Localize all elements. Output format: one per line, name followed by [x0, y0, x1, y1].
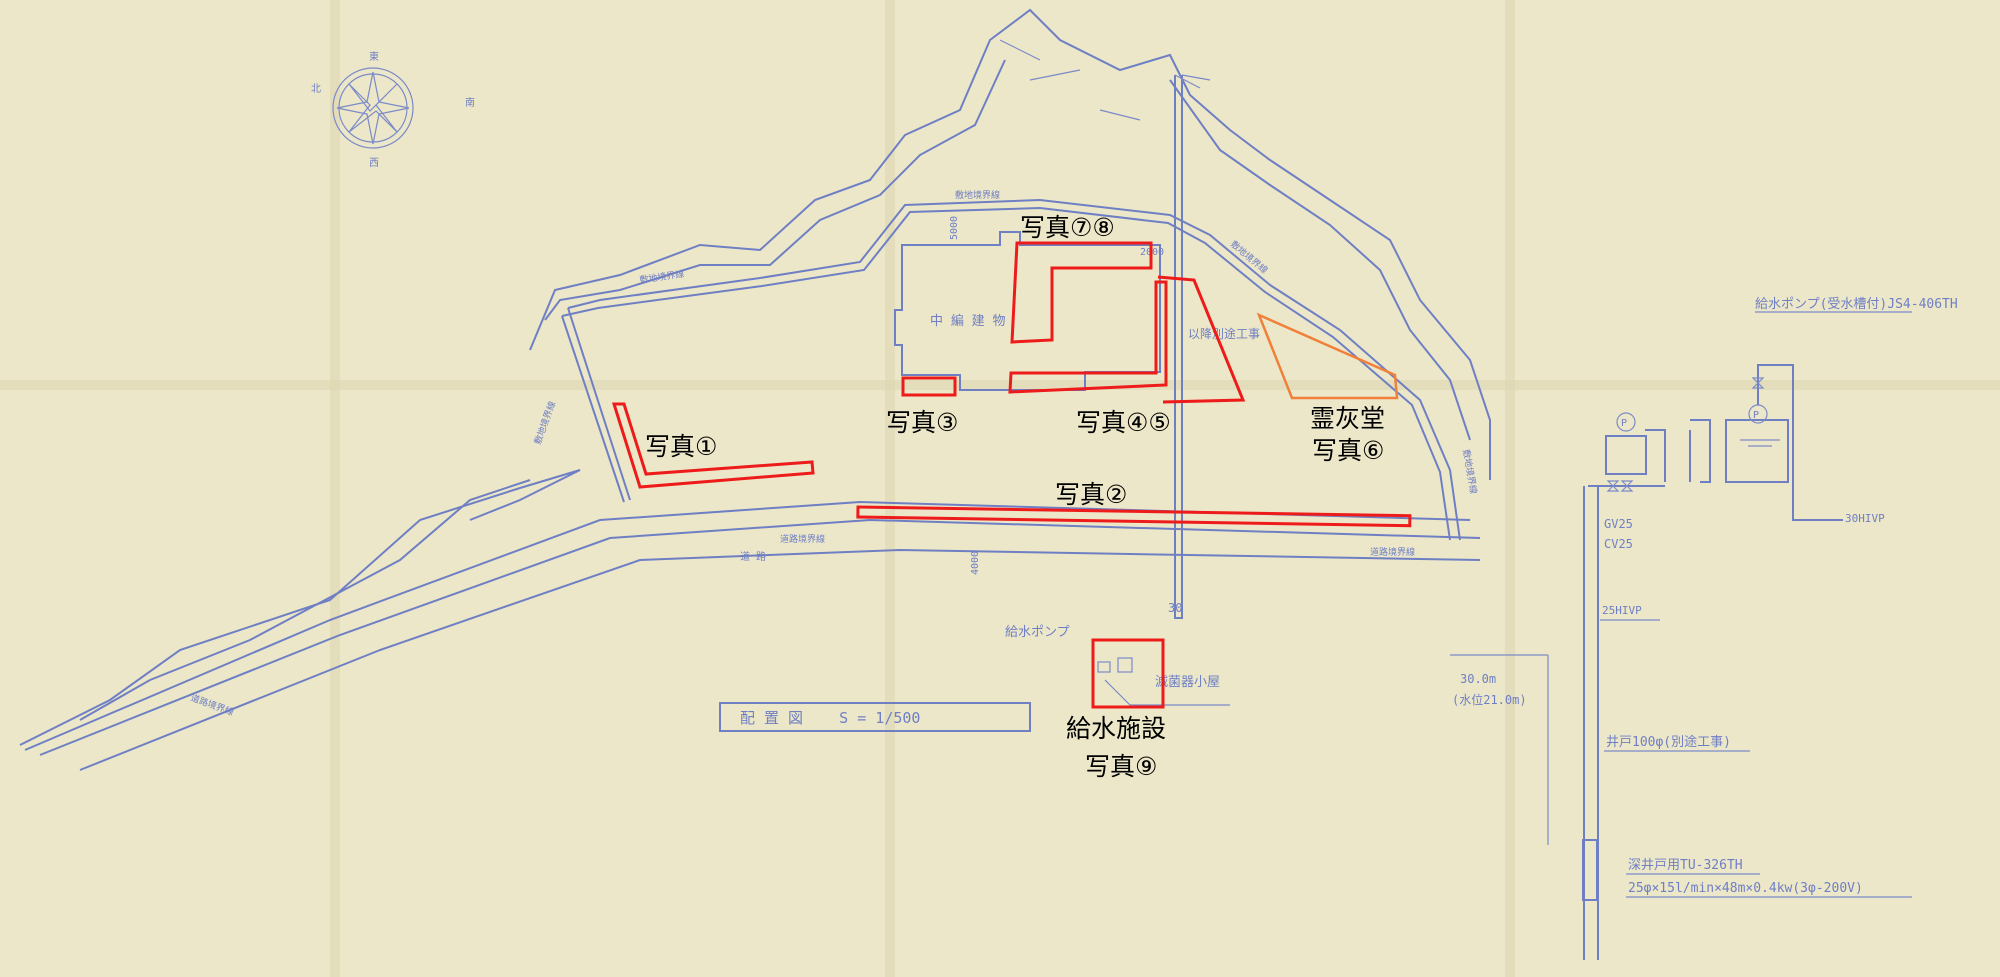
- well-pump-schematic: 給水ポンプ(受水槽付)JS4-406TH P P GV25 CV25 30HIV…: [1450, 297, 1958, 960]
- highlight-pump-facility: [1091, 638, 1165, 709]
- compass-icon: 東 西 北 南: [311, 50, 475, 169]
- boundary-label-3: 敷地境界線: [1228, 238, 1270, 276]
- site-boundary: [561, 198, 1461, 541]
- hivp-top-label: 30HIVP: [1845, 512, 1885, 525]
- road: [24, 500, 1481, 771]
- photo-labels: 写真① 写真② 写真③ 写真④⑤ 写真⑦⑧ 霊灰堂 写真⑥ 給水施設 写真⑨: [645, 213, 1385, 781]
- shed-note: 滅菌器小屋: [1155, 675, 1220, 690]
- pump-note: 給水ポンプ: [1005, 625, 1070, 640]
- highlight-photo78: [1010, 241, 1153, 344]
- highlight-reikaido: [1256, 312, 1399, 400]
- highlight-photo2: [856, 505, 1412, 528]
- svg-text:P: P: [1621, 418, 1627, 429]
- compass-south: 西: [369, 158, 379, 169]
- label-photo1: 写真①: [645, 432, 717, 461]
- label-reikaido: 霊灰堂: [1310, 404, 1385, 433]
- label-photo45: 写真④⑤: [1076, 408, 1171, 437]
- road-boundary-label-2: 道路境界線: [1370, 546, 1415, 558]
- well-label: 井戸100φ(別途工事): [1606, 734, 1731, 750]
- hivp-mid-label: 25HIVP: [1602, 604, 1642, 617]
- highlight-photo1: [611, 402, 815, 489]
- dim-5000: 5000: [949, 216, 960, 240]
- label-photo2: 写真②: [1055, 480, 1127, 509]
- water-level-label: (水位21.0m): [1452, 692, 1527, 707]
- pipe-30-label: 30: [1168, 601, 1182, 615]
- boundary-label-5: 敷地境界線: [1460, 448, 1480, 494]
- deep-pump-spec: 25φ×15l/min×48m×0.4kw(3φ-200V): [1628, 881, 1863, 896]
- road-boundary-label-1: 道路境界線: [780, 533, 825, 545]
- blueprint-labels: 5000 2000 4000 30 以降別途工事 敷地境界線 敷地境界線 敷地境…: [189, 189, 1480, 718]
- compass-east: 南: [465, 96, 475, 109]
- compass-west: 北: [311, 83, 321, 95]
- building-label: 中 編 建 物: [930, 313, 1005, 329]
- label-photo9: 写真⑨: [1085, 752, 1157, 781]
- existing-building: 中 編 建 物: [894, 231, 1161, 391]
- terrain-outline: [19, 8, 1491, 746]
- highlight-separate-area: [1157, 275, 1246, 404]
- label-photo6: 写真⑥: [1312, 436, 1384, 465]
- boundary-label-1: 敷地境界線: [639, 268, 685, 286]
- label-kyusui: 給水施設: [1066, 714, 1166, 743]
- highlight-photo3: [901, 376, 957, 397]
- compass-north: 東: [369, 50, 379, 63]
- title-block: 配 置 図 S = 1/500: [719, 702, 1031, 732]
- water-pipeline: [1174, 74, 1211, 619]
- highlight-photo45: [1008, 280, 1168, 394]
- cv25-label: CV25: [1604, 537, 1633, 551]
- road-label: 道 路: [740, 550, 766, 563]
- separate-work-label: 以降別途工事: [1188, 326, 1260, 341]
- road-boundary-label-3: 道路境界線: [189, 692, 235, 719]
- svg-text:P: P: [1753, 410, 1759, 421]
- depth-label: 30.0m: [1460, 672, 1496, 686]
- label-photo3: 写真③: [886, 408, 958, 437]
- boundary-label-2: 敷地境界線: [955, 189, 1000, 201]
- pump-spec: 給水ポンプ(受水槽付)JS4-406TH: [1755, 297, 1958, 312]
- label-photo78: 写真⑦⑧: [1020, 213, 1115, 242]
- deep-pump-label: 深井戸用TU-326TH: [1628, 858, 1743, 873]
- title-block-text: 配 置 図 S = 1/500: [740, 709, 920, 727]
- dim-4000: 4000: [970, 551, 981, 575]
- photo-highlights: [611, 241, 1412, 709]
- gv25-label: GV25: [1604, 517, 1633, 531]
- boundary-label-4: 敷地境界線: [532, 400, 559, 446]
- pump-facility-sketch: [1097, 657, 1230, 706]
